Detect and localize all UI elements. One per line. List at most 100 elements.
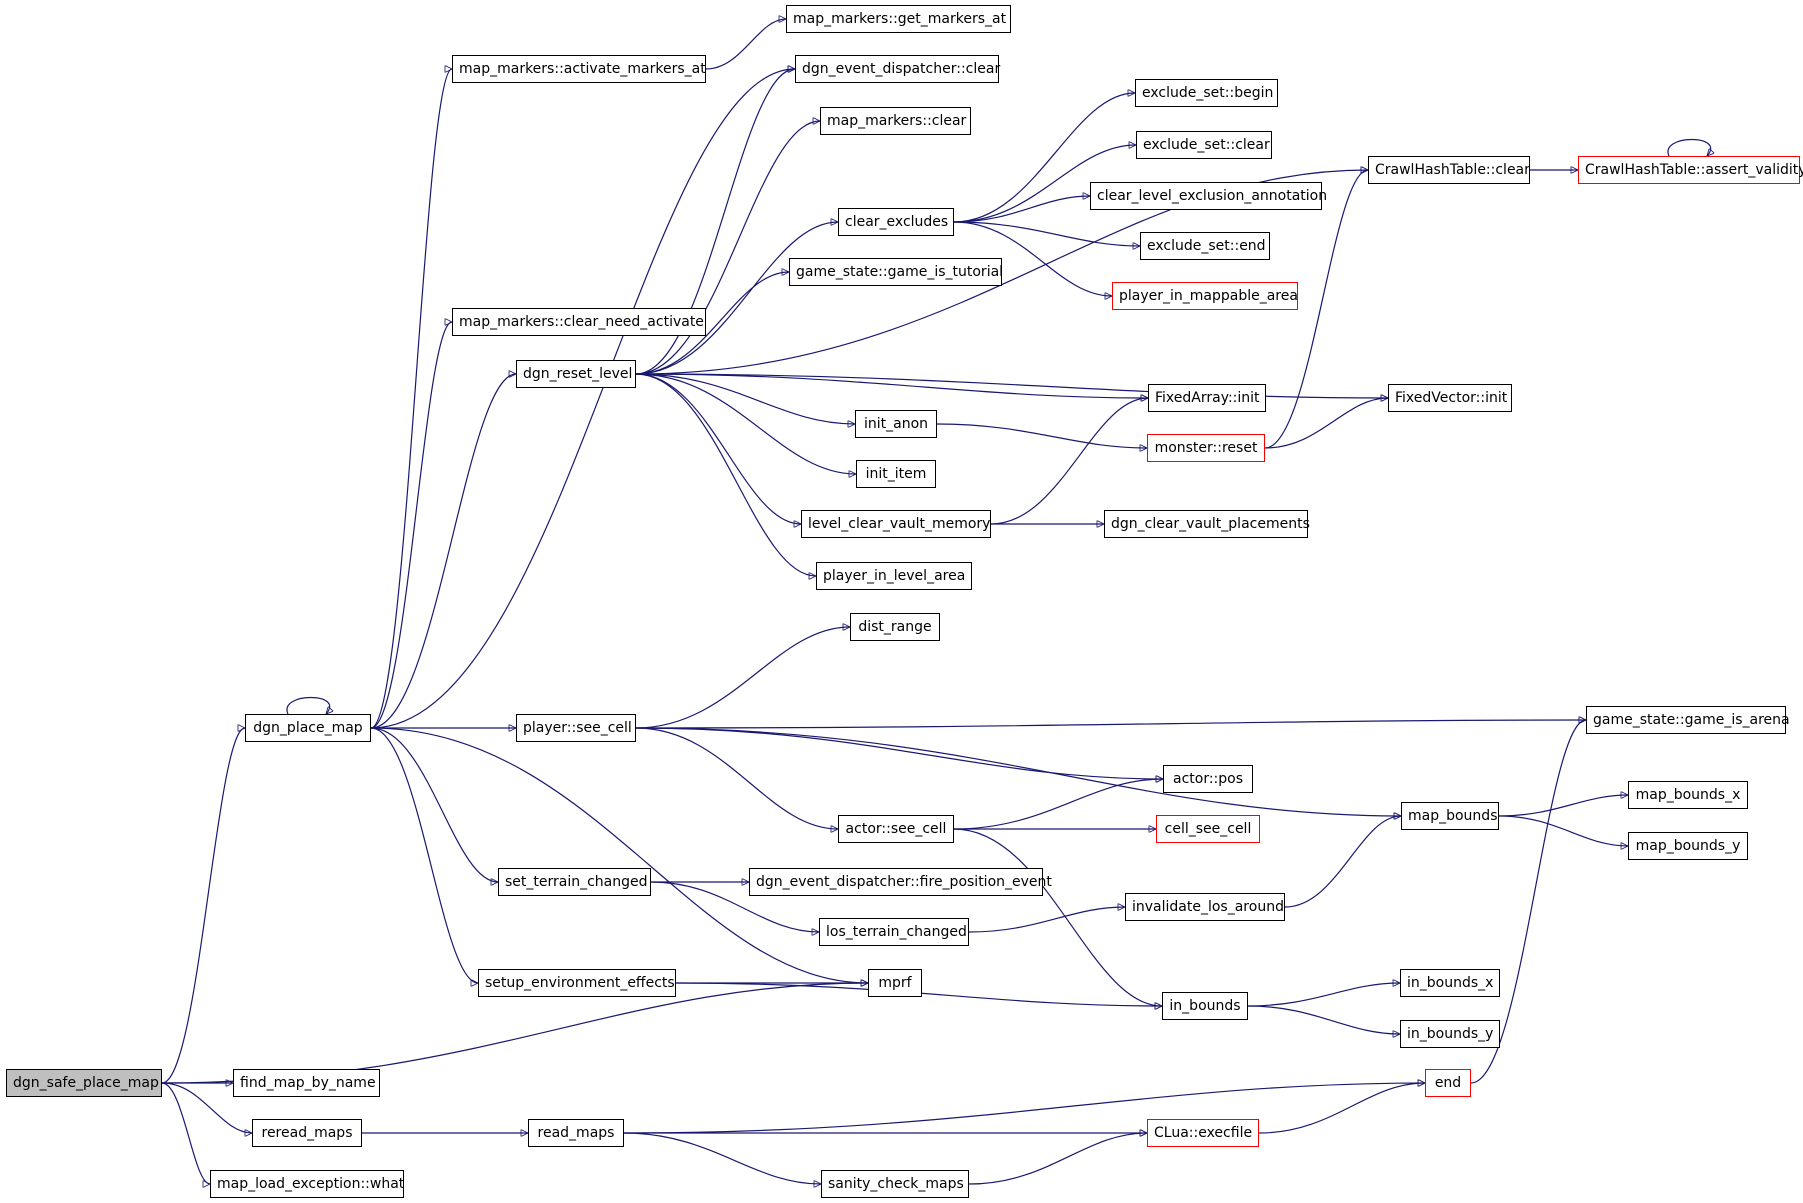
edge-dgn-reset-level-to-map-markers-clear [635,121,820,375]
edge-dgn-reset-level-to-crawlhashtable-clear [635,170,1368,375]
node-los-terrain-changed[interactable]: los_terrain_changed [819,918,969,946]
node-reread-maps[interactable]: reread_maps [252,1119,362,1147]
node-actor-pos[interactable]: actor::pos [1163,765,1253,793]
node-map-markers-activate-markers-at[interactable]: map_markers::activate_markers_at [452,55,706,83]
node-exclude-set-begin[interactable]: exclude_set::begin [1135,79,1278,107]
edge-dgn-reset-level-to-player-in-level-area [635,373,816,576]
node-actor-see-cell[interactable]: actor::see_cell [838,815,954,843]
node-invalidate-los-around[interactable]: invalidate_los_around [1125,893,1285,921]
edge-los-terrain-changed-to-invalidate-los-around [968,907,1125,933]
node-init-item[interactable]: init_item [856,460,936,488]
node-dgn-event-dispatcher-fire-position-event[interactable]: dgn_event_dispatcher::fire_position_even… [749,868,1052,896]
node-monster-reset[interactable]: monster::reset [1147,434,1265,462]
node-sanity-check-maps[interactable]: sanity_check_maps [821,1170,969,1198]
edge-actor-see-cell-to-in-bounds [953,828,1162,1006]
node-read-maps[interactable]: read_maps [528,1119,624,1147]
node-dgn-clear-vault-placements[interactable]: dgn_clear_vault_placements [1104,510,1310,538]
edge-player-see-cell-to-game-state-game-is-arena [635,720,1586,729]
edge-read-maps-to-sanity-check-maps [623,1132,821,1184]
node-player-in-level-area[interactable]: player_in_level_area [816,562,972,590]
edge-clear-excludes-to-player-in-mappable-area [953,221,1112,296]
edge-dgn-reset-level-to-game-state-game-is-tutorial [635,272,789,375]
node-crawlhashtable-clear[interactable]: CrawlHashTable::clear [1368,156,1530,184]
edge-player-see-cell-to-map-bounds [635,727,1401,816]
edge-monster-reset-to-crawlhashtable-clear [1264,170,1368,449]
edge-clear-excludes-to-clear-level-exclusion-annotation [953,196,1090,223]
edge-dgn-reset-level-to-clear-excludes [635,222,838,375]
edge-level-clear-vault-memory-to-fixedarray-init [990,398,1148,525]
edge-dgn-reset-level-to-init-item [635,373,856,474]
edge-in-bounds-to-in-bounds-y [1247,1005,1400,1034]
edge-dgn-reset-level-to-dgn-event-dispatcher-clear [635,69,795,375]
edge-dgn-reset-level-to-fixedarray-init [635,373,1148,398]
node-map-bounds[interactable]: map_bounds [1401,802,1499,830]
edge-in-bounds-to-in-bounds-x [1247,983,1400,1007]
edge-dgn-safe-place-map-to-mprf [161,983,868,1084]
node-clear-level-exclusion-annotation[interactable]: clear_level_exclusion_annotation [1090,182,1327,210]
edge-set-terrain-changed-to-los-terrain-changed [650,881,819,932]
node-init-anon[interactable]: init_anon [855,410,937,438]
node-find-map-by-name[interactable]: find_map_by_name [233,1069,380,1097]
edge-crawlhashtable-assert-validity-to-crawlhashtable-assert-validity [1667,138,1711,157]
node-level-clear-vault-memory[interactable]: level_clear_vault_memory [801,510,991,538]
node-fixedarray-init[interactable]: FixedArray::init [1148,384,1266,412]
edge-player-see-cell-to-actor-see-cell [635,727,838,829]
node-game-state-game-is-tutorial[interactable]: game_state::game_is_tutorial [789,258,1003,286]
node-dgn-event-dispatcher-clear[interactable]: dgn_event_dispatcher::clear [795,55,1000,83]
node-fixedvector-init[interactable]: FixedVector::init [1388,384,1512,412]
edge-dgn-place-map-to-dgn-place-map [286,696,330,715]
node-dist-range[interactable]: dist_range [850,613,940,641]
edge-dgn-place-map-to-set-terrain-changed [370,727,498,882]
node-clear-excludes[interactable]: clear_excludes [838,208,954,236]
node-setup-environment-effects[interactable]: setup_environment_effects [478,969,676,997]
node-cell-see-cell[interactable]: cell_see_cell [1156,815,1260,843]
edge-actor-see-cell-to-actor-pos [953,779,1163,830]
edge-init-anon-to-monster-reset [936,423,1147,448]
edge-dgn-reset-level-to-level-clear-vault-memory [635,373,801,524]
edge-dgn-place-map-to-dgn-event-dispatcher-clear [370,69,795,729]
edge-clua-execfile-to-end [1258,1083,1425,1134]
node-dgn-place-map[interactable]: dgn_place_map [245,714,371,742]
edge-map-bounds-to-map-bounds-x [1498,795,1628,817]
node-map-bounds-y[interactable]: map_bounds_y [1628,832,1748,860]
node-clua-execfile[interactable]: CLua::execfile [1147,1119,1259,1147]
edge-setup-environment-effects-to-in-bounds [675,982,1162,1006]
edge-dgn-safe-place-map-to-map-load-exception-what [161,1082,210,1184]
edge-map-markers-activate-markers-at-to-map-markers-get-markers-at [705,19,786,70]
edge-dgn-safe-place-map-to-reread-maps [161,1082,252,1133]
edge-invalidate-los-around-to-map-bounds [1284,816,1401,908]
edge-clear-excludes-to-exclude-set-end [953,221,1140,246]
node-map-bounds-x[interactable]: map_bounds_x [1628,781,1748,809]
edge-dgn-place-map-to-dgn-reset-level [370,374,516,729]
node-map-load-exception-what[interactable]: map_load_exception::what [210,1170,404,1198]
edge-dgn-reset-level-to-init-anon [635,373,855,424]
node-mprf[interactable]: mprf [868,969,922,997]
edge-read-maps-to-end [623,1083,1425,1134]
edge-end-to-game-state-game-is-arena [1470,720,1586,1084]
node-in-bounds-x[interactable]: in_bounds_x [1400,969,1500,997]
node-set-terrain-changed[interactable]: set_terrain_changed [498,868,651,896]
node-in-bounds-y[interactable]: in_bounds_y [1400,1020,1500,1048]
node-map-markers-clear[interactable]: map_markers::clear [820,107,971,135]
node-exclude-set-end[interactable]: exclude_set::end [1140,232,1270,260]
node-end[interactable]: end [1425,1069,1471,1097]
node-dgn-reset-level[interactable]: dgn_reset_level [516,360,636,388]
node-in-bounds[interactable]: in_bounds [1162,992,1248,1020]
node-player-see-cell[interactable]: player::see_cell [516,714,636,742]
edge-clear-excludes-to-exclude-set-clear [953,145,1136,223]
node-exclude-set-clear[interactable]: exclude_set::clear [1136,131,1272,159]
node-dgn-safe-place-map[interactable]: dgn_safe_place_map [6,1069,162,1097]
node-map-markers-get-markers-at[interactable]: map_markers::get_markers_at [786,5,1011,33]
node-game-state-game-is-arena[interactable]: game_state::game_is_arena [1586,706,1790,734]
node-crawlhashtable-assert-validity[interactable]: CrawlHashTable::assert_validity [1578,156,1803,184]
node-player-in-mappable-area[interactable]: player_in_mappable_area [1112,282,1298,310]
edge-sanity-check-maps-to-clua-execfile [968,1133,1147,1185]
edge-map-bounds-to-map-bounds-y [1498,815,1628,846]
edge-dgn-place-map-to-map-markers-clear-need-activate [370,322,452,729]
edge-player-see-cell-to-actor-pos [635,727,1163,779]
edge-dgn-place-map-to-setup-environment-effects [370,727,478,983]
edge-dgn-safe-place-map-to-dgn-place-map [161,728,245,1084]
node-map-markers-clear-need-activate[interactable]: map_markers::clear_need_activate [452,308,706,336]
